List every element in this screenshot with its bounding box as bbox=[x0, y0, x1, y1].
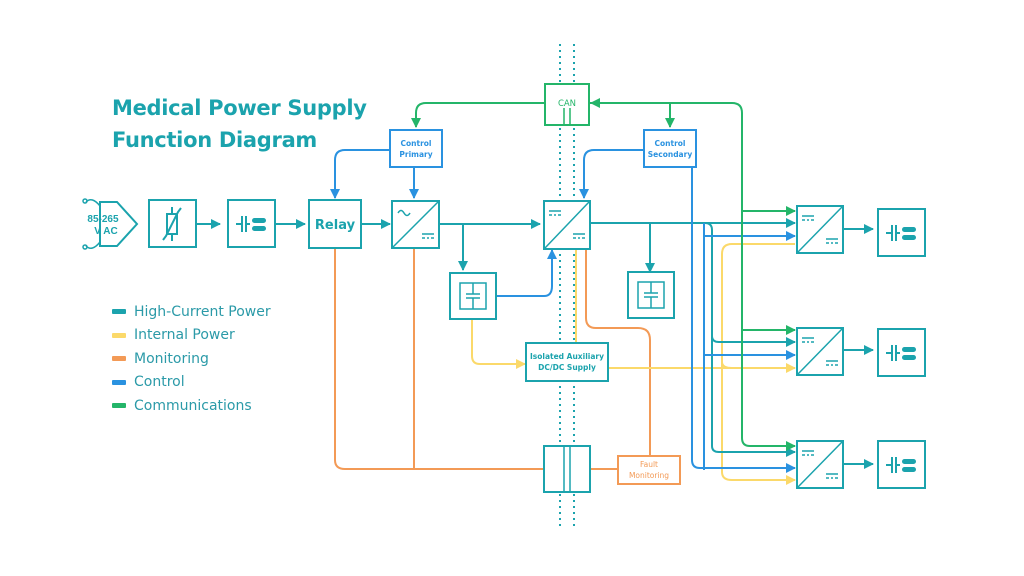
capacitor-icon bbox=[466, 283, 480, 309]
varistor-block bbox=[148, 199, 197, 248]
fault-monitoring-line1: Fault bbox=[640, 460, 658, 469]
legend-swatch bbox=[112, 379, 126, 385]
capacitor-filter-icon bbox=[236, 216, 266, 232]
legend-item-communications: Communications bbox=[112, 394, 271, 418]
capacitor-icon bbox=[644, 282, 658, 308]
control-primary-line2: Primary bbox=[399, 150, 432, 159]
legend-swatch bbox=[112, 356, 126, 362]
legend-label: Internal Power bbox=[134, 327, 235, 344]
aux-supply-label-line2: DC/DC Supply bbox=[538, 363, 596, 372]
fault-monitoring-block: Fault Monitoring bbox=[617, 455, 681, 485]
legend-swatch bbox=[112, 403, 126, 409]
capacitor-filter-icon bbox=[886, 457, 916, 473]
varistor-icon bbox=[162, 207, 182, 241]
output-converter-1 bbox=[796, 205, 844, 254]
diagram-title-line1: Medical Power Supply bbox=[112, 96, 367, 120]
dc-dc-converter-icon bbox=[797, 328, 843, 375]
filter-block bbox=[227, 199, 276, 248]
dc-dc-converter-icon bbox=[797, 441, 843, 488]
control-secondary-line1: Control bbox=[654, 139, 685, 148]
input-voltage-line1: 85-265 bbox=[87, 214, 119, 225]
capacitor-filter-icon bbox=[886, 345, 916, 361]
legend-item-control: Control bbox=[112, 371, 271, 395]
ac-dc-converter-block bbox=[391, 200, 440, 249]
input-arrow-icon: 85-265 V AC bbox=[82, 198, 139, 250]
control-primary-line1: Control bbox=[400, 139, 431, 148]
output-filter-1 bbox=[877, 208, 926, 257]
legend-label: High-Current Power bbox=[134, 303, 271, 320]
legend-item-monitoring: Monitoring bbox=[112, 347, 271, 371]
isolation-transformer-icon bbox=[563, 446, 571, 492]
relay-label: Relay bbox=[315, 218, 356, 233]
legend-swatch bbox=[112, 332, 126, 338]
can-block: CAN bbox=[544, 83, 590, 126]
output-converter-2 bbox=[796, 327, 844, 376]
internal-power-lines bbox=[471, 243, 796, 485]
legend: High-Current Power Internal Power Monito… bbox=[112, 300, 271, 418]
input-voltage-line2: V AC bbox=[94, 226, 118, 237]
legend-label: Communications bbox=[134, 397, 252, 414]
capacitor-filter-icon bbox=[886, 225, 916, 241]
aux-supply-label-line1: Isolated Auxiliary bbox=[530, 352, 604, 361]
control-secondary-block: Control Secondary bbox=[643, 129, 697, 168]
communication-lines bbox=[411, 98, 796, 451]
control-lines bbox=[330, 149, 796, 473]
legend-item-high-current: High-Current Power bbox=[112, 300, 271, 324]
relay-block: Relay bbox=[308, 199, 362, 249]
main-dc-dc-converter-block bbox=[543, 200, 591, 250]
ac-dc-converter-icon bbox=[392, 201, 439, 248]
output-filter-3 bbox=[877, 440, 926, 489]
control-primary-block: Control Primary bbox=[389, 129, 443, 168]
diagram-title-line2: Function Diagram bbox=[112, 128, 318, 152]
can-label: CAN bbox=[558, 99, 576, 109]
legend-item-internal-power: Internal Power bbox=[112, 324, 271, 348]
high-current-lines bbox=[197, 218, 874, 469]
legend-label: Control bbox=[134, 374, 185, 391]
fault-monitoring-line2: Monitoring bbox=[629, 471, 669, 480]
legend-swatch bbox=[112, 309, 126, 315]
dc-dc-converter-icon bbox=[797, 206, 843, 253]
primary-capacitor-block bbox=[449, 272, 497, 320]
aux-supply-block: Isolated Auxiliary DC/DC Supply bbox=[525, 342, 609, 382]
control-secondary-line2: Secondary bbox=[648, 150, 693, 159]
isolation-transformer-block bbox=[543, 445, 591, 493]
monitoring-lines bbox=[334, 248, 651, 470]
secondary-capacitor-block bbox=[627, 271, 675, 319]
output-converter-3 bbox=[796, 440, 844, 489]
dc-dc-converter-icon bbox=[544, 201, 590, 249]
legend-label: Monitoring bbox=[134, 350, 209, 367]
output-filter-2 bbox=[877, 328, 926, 377]
